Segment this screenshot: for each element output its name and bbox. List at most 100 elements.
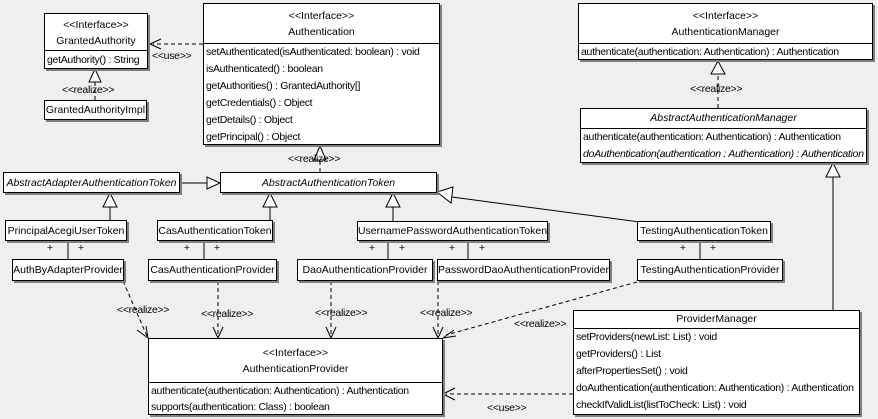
class-granted-authority[interactable]: <<Interface>> GrantedAuthority getAuthor… <box>44 13 148 69</box>
class-cas-authentication-provider[interactable]: CasAuthenticationProvider <box>148 259 277 281</box>
plus-marker: + <box>46 242 54 254</box>
method-row: getCredentials() : Object <box>206 97 313 109</box>
edge-gen-principalacegiusertoken <box>102 191 118 220</box>
plus-marker: + <box>183 242 191 254</box>
edge-gen-testingauthenticationtoken <box>435 186 641 223</box>
plus-marker: + <box>213 242 221 254</box>
class-authentication-manager[interactable]: <<Interface>> AuthenticationManager auth… <box>578 3 873 60</box>
class-name: PrincipalAcegiUserToken <box>7 224 125 237</box>
edge-use-providermanager <box>442 387 573 401</box>
method-row: authenticate(authentication: Authenticat… <box>581 46 839 58</box>
class-auth-by-adapter-provider[interactable]: AuthByAdapterProvider <box>12 259 124 281</box>
realize-label: <<realize>> <box>288 153 341 165</box>
method-row: setAuthenticated(isAuthenticated: boolea… <box>206 46 420 58</box>
class-username-password-authentication-token[interactable]: UsernamePasswordAuthenticationToken <box>357 221 548 241</box>
class-name: TestingAuthenticationProvider <box>640 264 780 276</box>
method-row: isAuthenticated() : boolean <box>206 63 323 75</box>
edge-gen-providermanager <box>825 161 841 310</box>
method-row: doAuthentication(authentication: Authent… <box>576 382 854 394</box>
class-header: <<Interface>> AuthenticationManager <box>579 4 872 44</box>
class-abstract-authentication-token[interactable]: AbstractAuthenticationToken <box>220 172 437 193</box>
class-name: UsernamePasswordAuthenticationToken <box>357 225 548 237</box>
edge-gen-casauthenticationtoken <box>262 191 278 220</box>
class-header: AbstractAuthenticationManager <box>581 109 866 129</box>
edge-realize-testingauthenticationprovider <box>442 281 638 339</box>
edge-gen-usernamepasswordtoken <box>385 191 401 221</box>
class-name: AuthenticationProvider <box>242 363 349 375</box>
class-name: GrantedAuthority <box>56 35 136 47</box>
plus-marker: + <box>478 242 486 254</box>
use-label: <<use>> <box>487 402 527 414</box>
realize-label: <<realize>> <box>690 83 743 95</box>
class-testing-authentication-token[interactable]: TestingAuthenticationToken <box>637 221 771 241</box>
edge-use-authentication-grantedauthority <box>149 38 203 50</box>
class-name: AbstractAdapterAuthenticationToken <box>6 176 177 189</box>
edge-gen-abstractadapter-to-abstracttoken <box>180 176 222 190</box>
class-name: DaoAuthenticationProvider <box>302 264 428 276</box>
plus-marker: + <box>679 242 687 254</box>
edge-realize-abstractauthenticationtoken <box>313 144 327 172</box>
class-name: AbstractAuthenticationToken <box>261 176 396 189</box>
edge-realize-authbyadapterprovider <box>122 280 149 339</box>
plus-marker: + <box>709 242 717 254</box>
edge-realize-passworddaoprovider <box>432 281 444 339</box>
class-authentication-provider[interactable]: <<Interface>> AuthenticationProvider aut… <box>148 338 443 415</box>
class-header: ProviderManager <box>574 311 859 329</box>
class-name: AuthByAdapterProvider <box>13 264 123 276</box>
class-header: <<Interface>> GrantedAuthority <box>45 14 147 51</box>
method-row: doAuthentication(authentication : Authen… <box>583 148 864 160</box>
method-row: getAuthority() : String <box>47 54 140 66</box>
class-name: TestingAuthenticationToken <box>640 225 768 237</box>
class-dao-authentication-provider[interactable]: DaoAuthenticationProvider <box>297 259 433 281</box>
realize-label: <<realize>> <box>62 84 115 96</box>
class-principal-acegi-user-token[interactable]: PrincipalAcegiUserToken <box>5 220 127 241</box>
realize-label: <<realize>> <box>514 318 567 330</box>
method-row: getProviders() : List <box>576 348 661 360</box>
edge-realize-abstractauthenticationmanager <box>710 59 726 108</box>
realize-label: <<realize>> <box>201 308 254 320</box>
class-testing-authentication-provider[interactable]: TestingAuthenticationProvider <box>637 259 783 281</box>
method-row: afterPropertiesSet() : void <box>576 365 688 377</box>
class-header: <<Interface>> Authentication <box>204 4 439 44</box>
class-name: GrantedAuthorityImpl <box>45 104 146 116</box>
realize-label: <<realize>> <box>420 307 473 319</box>
method-row: setProviders(newList: List) : void <box>576 331 717 343</box>
class-stereotype: <<Interface>> <box>288 10 355 22</box>
class-name: PasswordDaoAuthenticationProvider <box>438 264 610 276</box>
class-stereotype: <<Interface>> <box>45 17 147 33</box>
class-name: ProviderManager <box>676 313 757 325</box>
method-row: getDetails() : Object <box>206 114 293 126</box>
edge-realize-daoauthenticationprovider <box>325 281 337 339</box>
edge-realize-casauthenticationprovider <box>212 281 224 339</box>
method-row: getAuthorities() : GrantedAuthority[] <box>206 80 361 92</box>
class-granted-authority-impl[interactable]: GrantedAuthorityImpl <box>44 100 147 120</box>
class-abstract-adapter-authentication-token[interactable]: AbstractAdapterAuthenticationToken <box>3 172 180 193</box>
edge-realize-grantedauthorityimpl <box>88 67 102 100</box>
class-name: CasAuthenticationToken <box>158 224 272 237</box>
class-name: AuthenticationManager <box>671 26 780 38</box>
use-label: <<use>> <box>152 50 192 62</box>
realize-label: <<realize>> <box>315 307 368 319</box>
plus-marker: + <box>368 242 376 254</box>
method-row: supports(authentication: Class) : boolea… <box>151 401 330 413</box>
class-provider-manager[interactable]: ProviderManager setProviders(newList: Li… <box>573 310 860 415</box>
realize-label: <<realize>> <box>117 304 170 316</box>
method-row: authenticate(authentication: Authenticat… <box>151 385 409 397</box>
edge-assoc-token-provider <box>67 240 701 259</box>
class-name: Authentication <box>288 26 355 38</box>
plus-marker: + <box>77 242 85 254</box>
class-authentication[interactable]: <<Interface>> Authentication setAuthenti… <box>203 3 440 145</box>
class-name: CasAuthenticationProvider <box>150 264 275 276</box>
class-header: <<Interface>> AuthenticationProvider <box>149 339 442 383</box>
plus-marker: + <box>398 242 406 254</box>
method-row: checkIfValidList(listToCheck: List) : vo… <box>576 399 747 411</box>
class-cas-authentication-token[interactable]: CasAuthenticationToken <box>157 220 273 241</box>
plus-marker: + <box>448 242 456 254</box>
method-row: authenticate(authentication: Authenticat… <box>583 131 841 143</box>
class-password-dao-authentication-provider[interactable]: PasswordDaoAuthenticationProvider <box>437 259 610 281</box>
stereotype-text: <<Interface>> <box>63 19 129 31</box>
class-name: AbstractAuthenticationManager <box>650 112 797 124</box>
class-abstract-authentication-manager[interactable]: AbstractAuthenticationManager authentica… <box>580 108 867 163</box>
